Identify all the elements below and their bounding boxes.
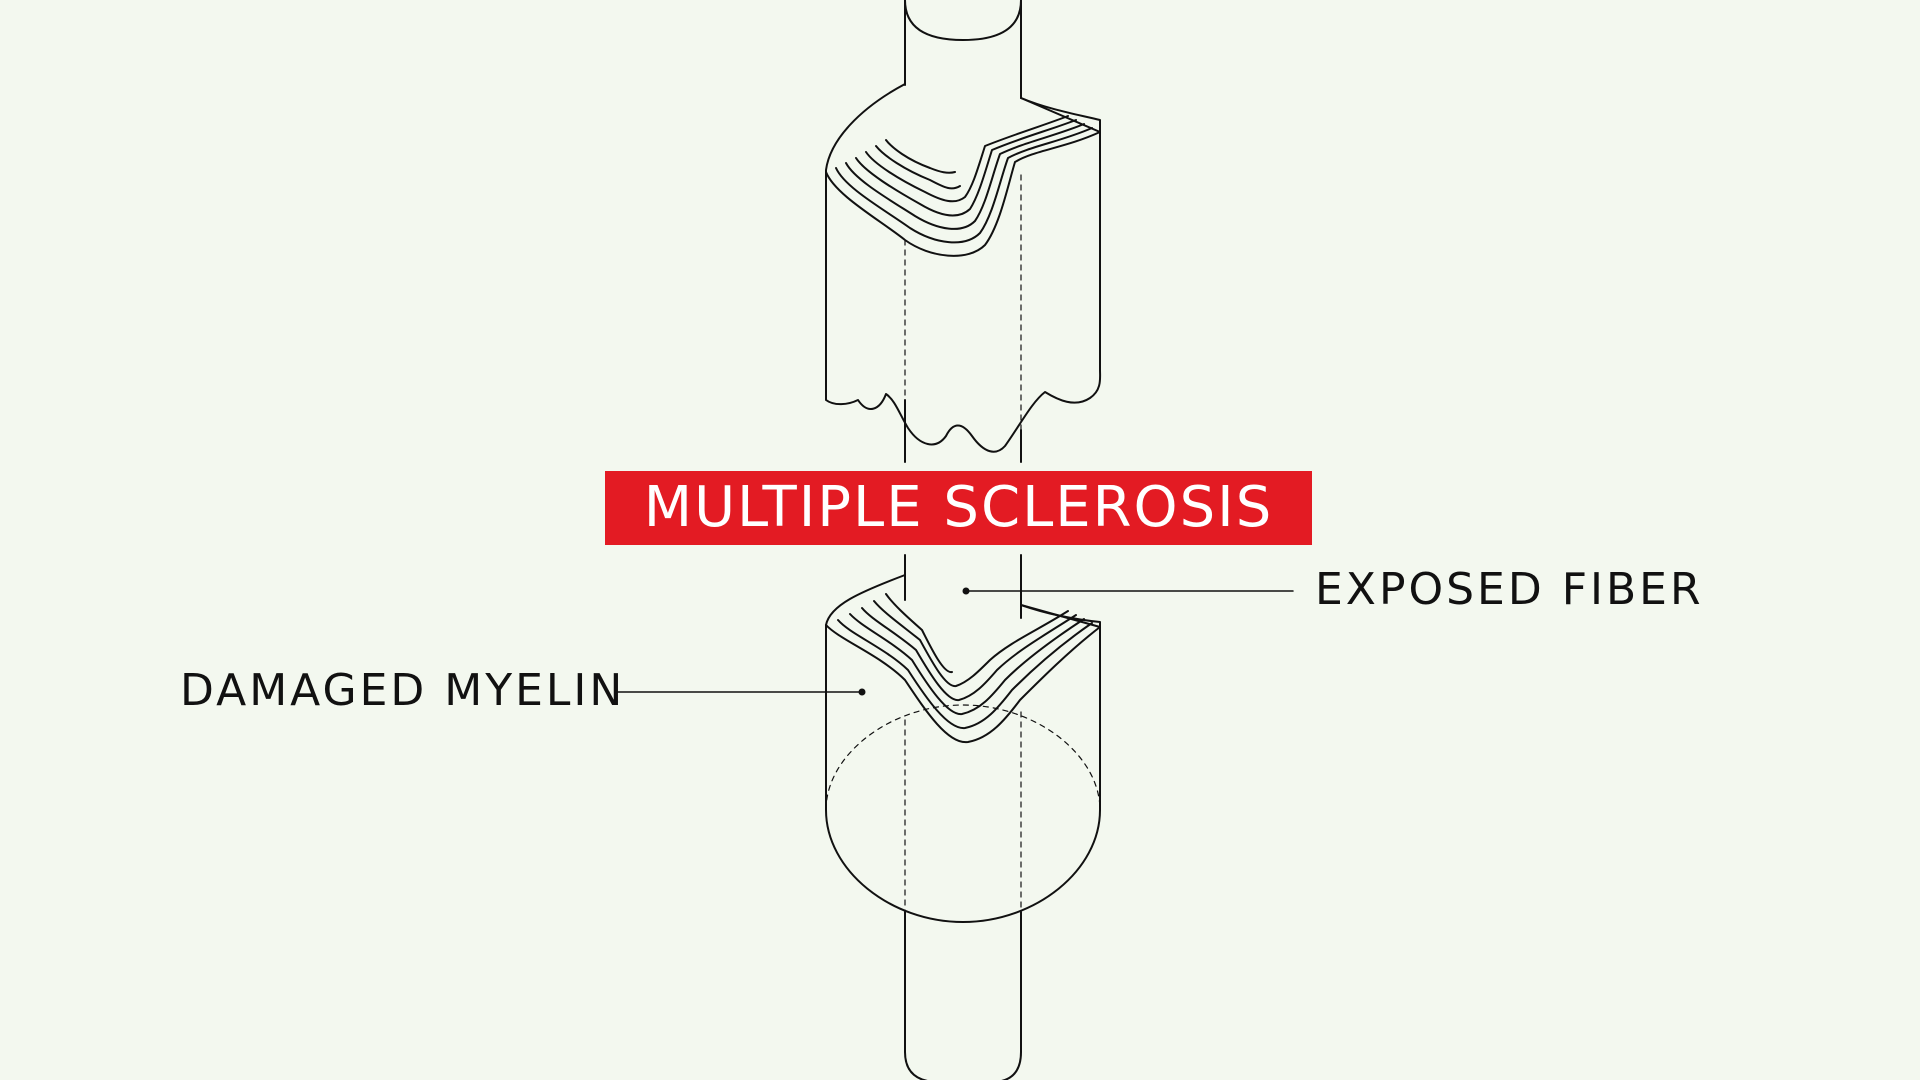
lower-myelin-sheath (825, 574, 1101, 923)
upper-myelin-sheath (825, 83, 1102, 453)
title-banner: MULTIPLE SCLEROSIS (605, 471, 1312, 545)
label-exposed-fiber: EXPOSED FIBER (1315, 564, 1704, 615)
marker-damaged-myelin (858, 688, 866, 696)
axon-fiber (904, 0, 1022, 1080)
label-damaged-myelin: DAMAGED MYELIN (180, 665, 626, 716)
callout-leaders (615, 590, 1294, 693)
marker-exposed-fiber (962, 587, 970, 595)
diagram-title: MULTIPLE SCLEROSIS (643, 475, 1274, 540)
